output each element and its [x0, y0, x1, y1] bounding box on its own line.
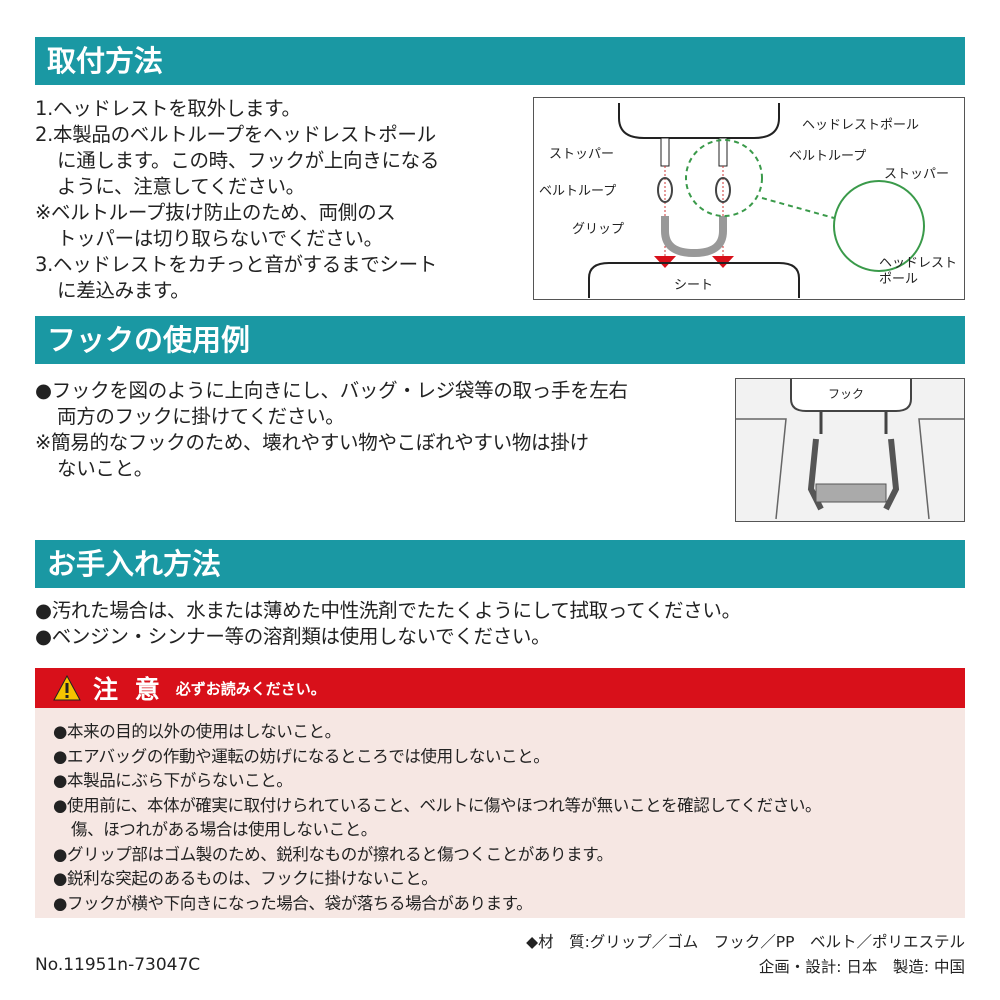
label-stopper: ストッパー [549, 147, 615, 162]
instruction-line: ないこと。 [57, 457, 154, 480]
instruction-line: ●フックを図のように上向きにし、バッグ・レジ袋等の取っ手を左右 [35, 379, 628, 402]
section-header-hook: フックの使用例 [35, 316, 965, 364]
instruction-line: ※ベルトループ抜け防止のため、両側のス [35, 201, 396, 224]
instruction-line: 2.本製品のベルトループをヘッドレストポール [35, 123, 436, 146]
warning-item: ●エアバッグの作動や運転の妨げになるところでは使用しないこと。 [53, 746, 550, 766]
instruction-line: ように、注意してください。 [57, 175, 305, 198]
instruction-line: 3.ヘッドレストをカチっと音がするまでシート [35, 253, 438, 276]
model-number: No.11951n-73047C [35, 955, 201, 975]
warning-header: 注 意 必ずお読みください。 [35, 668, 965, 708]
install-illustration [588, 103, 925, 298]
label-grip: グリップ [572, 222, 625, 237]
care-instructions: ●汚れた場合は、水または薄めた中性洗剤でたたくようにして拭取ってください。 ●ベ… [35, 598, 741, 650]
warning-subtitle: 必ずお読みください。 [175, 679, 326, 698]
instruction-line: ●汚れた場合は、水または薄めた中性洗剤でたたくようにして拭取ってください。 [35, 599, 741, 622]
label-headrest-pole: ヘッドレストポール [802, 118, 920, 133]
label-belt-loop-detail: ベルトループ [789, 149, 867, 164]
warning-list: ●本来の目的以外の使用はしないこと。 ●エアバッグの作動や運転の妨げになるところ… [35, 708, 965, 918]
warning-item: ●本来の目的以外の使用はしないこと。 [53, 722, 341, 741]
install-diagram: ヘッドレストポール ストッパー ベルトループ グリップ ベルトループ ストッパー… [533, 97, 965, 300]
label-line: ポール [879, 272, 919, 287]
label-belt-loop: ベルトループ [539, 184, 617, 199]
warning-item: ●グリップ部はゴム製のため、鋭利なものが擦れると傷つくことがあります。 [53, 844, 613, 864]
label-line: ヘッドレスト [879, 256, 958, 271]
hook-instructions: ●フックを図のように上向きにし、バッグ・レジ袋等の取っ手を左右 両方のフックに掛… [35, 378, 628, 482]
instruction-line: 1.ヘッドレストを取外します。 [35, 97, 301, 120]
section-header-care: お手入れ方法 [35, 540, 965, 588]
install-instructions: 1.ヘッドレストを取外します。 2.本製品のベルトループをヘッドレストポール に… [35, 96, 439, 304]
warning-title: 注 意 [93, 675, 164, 704]
hook-diagram: フック [735, 378, 965, 522]
hook-illustration [736, 379, 964, 520]
instruction-line: に差込みます。 [57, 279, 190, 302]
label-hook: フック [828, 387, 865, 401]
label-stopper-detail: ストッパー [884, 167, 950, 182]
warning-item: ●本製品にぶら下がらないこと。 [53, 771, 293, 790]
instruction-line: ※簡易的なフックのため、壊れやすい物やこぼれやすい物は掛け [35, 431, 589, 454]
instruction-line: トッパーは切り取らないでください。 [57, 227, 383, 250]
instruction-line: に通します。この時、フックが上向きになる [57, 149, 440, 172]
section-header-install: 取付方法 [35, 37, 965, 85]
warning-item: ●使用前に、本体が確実に取付けられていること、ベルトに傷やほつれ等が無いことを確… [53, 795, 822, 815]
label-headrest-pole-detail: ヘッドレストポール [879, 256, 957, 288]
warning-item: 傷、ほつれがある場合は使用しないこと。 [71, 820, 377, 839]
warning-icon [53, 675, 81, 701]
origin-info: 企画・設計: 日本 製造: 中国 [758, 958, 965, 976]
instruction-line: ●ベンジン・シンナー等の溶剤類は使用しないでください。 [35, 625, 551, 648]
warning-item: ●フックが横や下向きになった場合、袋が落ちる場合があります。 [53, 893, 533, 913]
label-seat: シート [674, 278, 714, 293]
material-info: ◆材 質:グリップ／ゴム フック／PP ベルト／ポリエステル [526, 933, 965, 951]
instruction-line: 両方のフックに掛けてください。 [57, 405, 345, 428]
warning-item: ●鋭利な突起のあるものは、フックに掛けないこと。 [53, 869, 438, 888]
